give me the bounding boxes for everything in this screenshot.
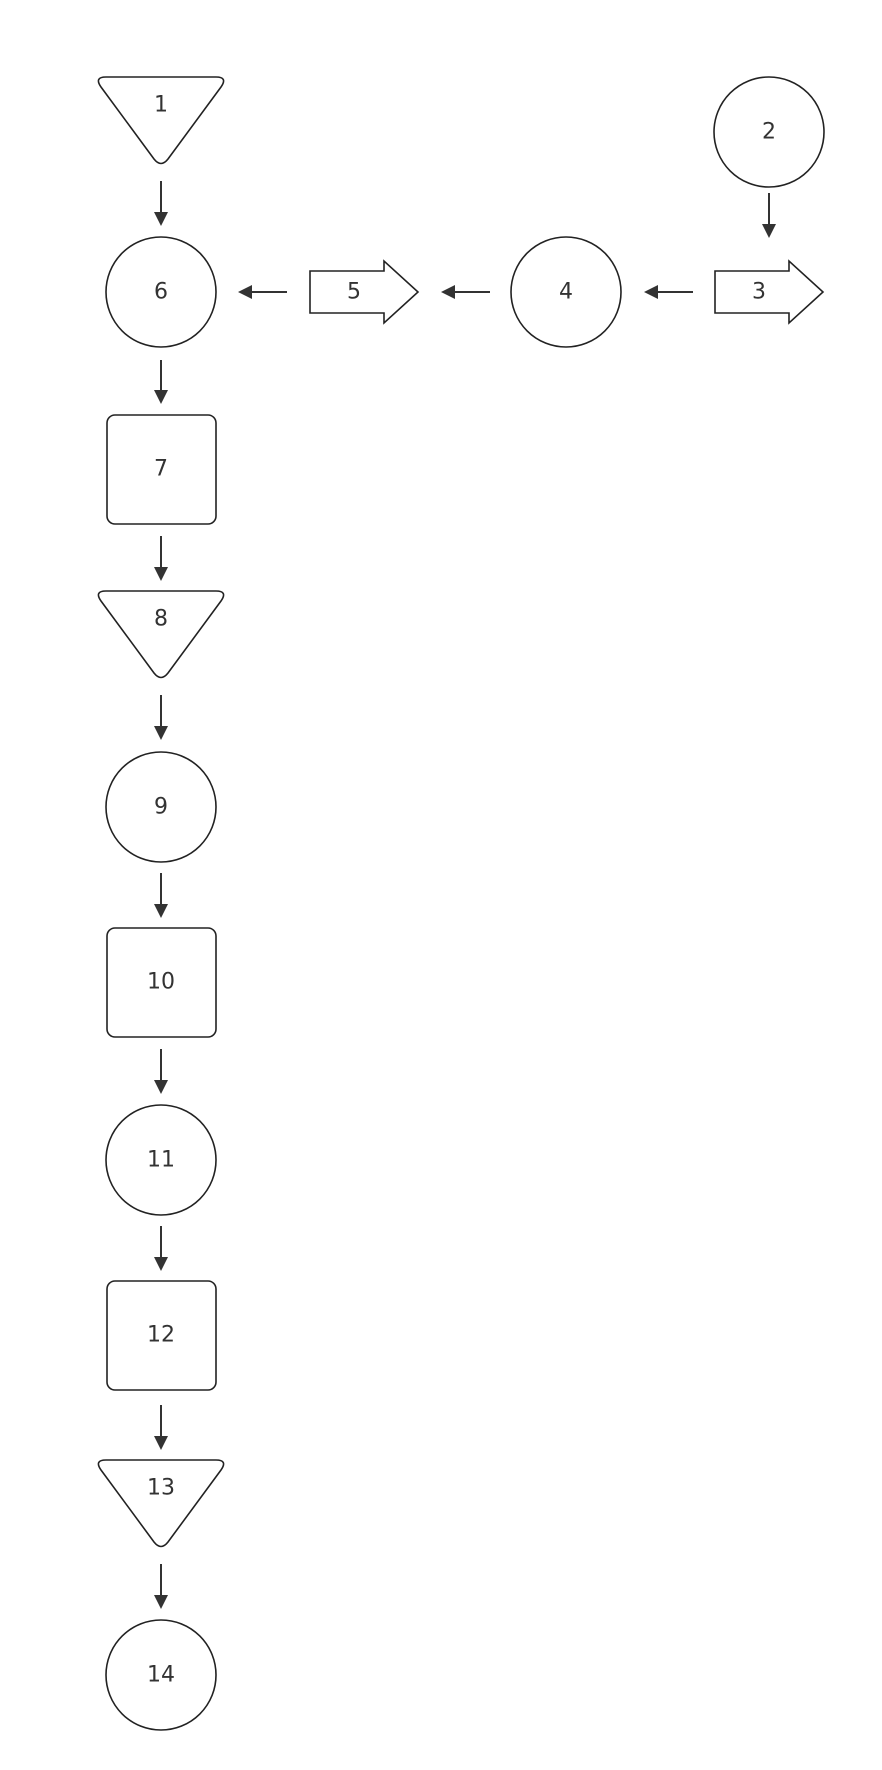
node-13-label: 13 bbox=[147, 1476, 175, 1501]
node-5-block-arrow[interactable]: 5 bbox=[309, 259, 420, 325]
node-11-circle[interactable]: 11 bbox=[105, 1104, 217, 1216]
node-2-circle[interactable]: 2 bbox=[713, 76, 825, 188]
nodes: 1 2 3 4 5 6 7 bbox=[97, 76, 825, 1731]
node-6-label: 6 bbox=[154, 280, 168, 305]
edge-9-to-10 bbox=[154, 873, 168, 918]
node-7-rounded-square[interactable]: 7 bbox=[106, 414, 217, 525]
node-6-circle[interactable]: 6 bbox=[105, 236, 217, 348]
edge-8-to-9 bbox=[154, 695, 168, 740]
node-7-label: 7 bbox=[154, 457, 168, 482]
edge-10-to-11 bbox=[154, 1049, 168, 1094]
node-8-triangle[interactable]: 8 bbox=[97, 590, 225, 679]
node-9-label: 9 bbox=[154, 795, 168, 820]
edge-5-to-6 bbox=[238, 285, 287, 299]
edge-6-to-7 bbox=[154, 360, 168, 404]
edge-7-to-8 bbox=[154, 536, 168, 581]
edge-11-to-12 bbox=[154, 1226, 168, 1271]
node-4-circle[interactable]: 4 bbox=[510, 236, 622, 348]
node-12-label: 12 bbox=[147, 1323, 175, 1348]
edge-12-to-13 bbox=[154, 1405, 168, 1450]
node-3-label: 3 bbox=[752, 280, 766, 305]
node-8-label: 8 bbox=[154, 607, 168, 632]
node-3-block-arrow[interactable]: 3 bbox=[714, 259, 825, 325]
edge-2-to-3 bbox=[762, 193, 776, 238]
node-2-label: 2 bbox=[762, 120, 776, 145]
edge-13-to-14 bbox=[154, 1564, 168, 1609]
edge-1-to-6 bbox=[154, 181, 168, 226]
node-14-circle[interactable]: 14 bbox=[105, 1619, 217, 1731]
node-10-label: 10 bbox=[147, 970, 175, 995]
node-14-label: 14 bbox=[147, 1663, 175, 1688]
node-13-triangle[interactable]: 13 bbox=[97, 1459, 225, 1548]
node-11-label: 11 bbox=[147, 1148, 175, 1173]
node-9-circle[interactable]: 9 bbox=[105, 751, 217, 863]
node-1-label: 1 bbox=[154, 93, 168, 118]
edges bbox=[154, 181, 776, 1609]
node-4-label: 4 bbox=[559, 280, 573, 305]
node-12-rounded-square[interactable]: 12 bbox=[106, 1280, 217, 1391]
node-1-triangle[interactable]: 1 bbox=[97, 76, 225, 165]
edge-3-to-4 bbox=[644, 285, 693, 299]
edge-4-to-5 bbox=[441, 285, 490, 299]
node-10-rounded-square[interactable]: 10 bbox=[106, 927, 217, 1038]
node-5-label: 5 bbox=[347, 280, 361, 305]
